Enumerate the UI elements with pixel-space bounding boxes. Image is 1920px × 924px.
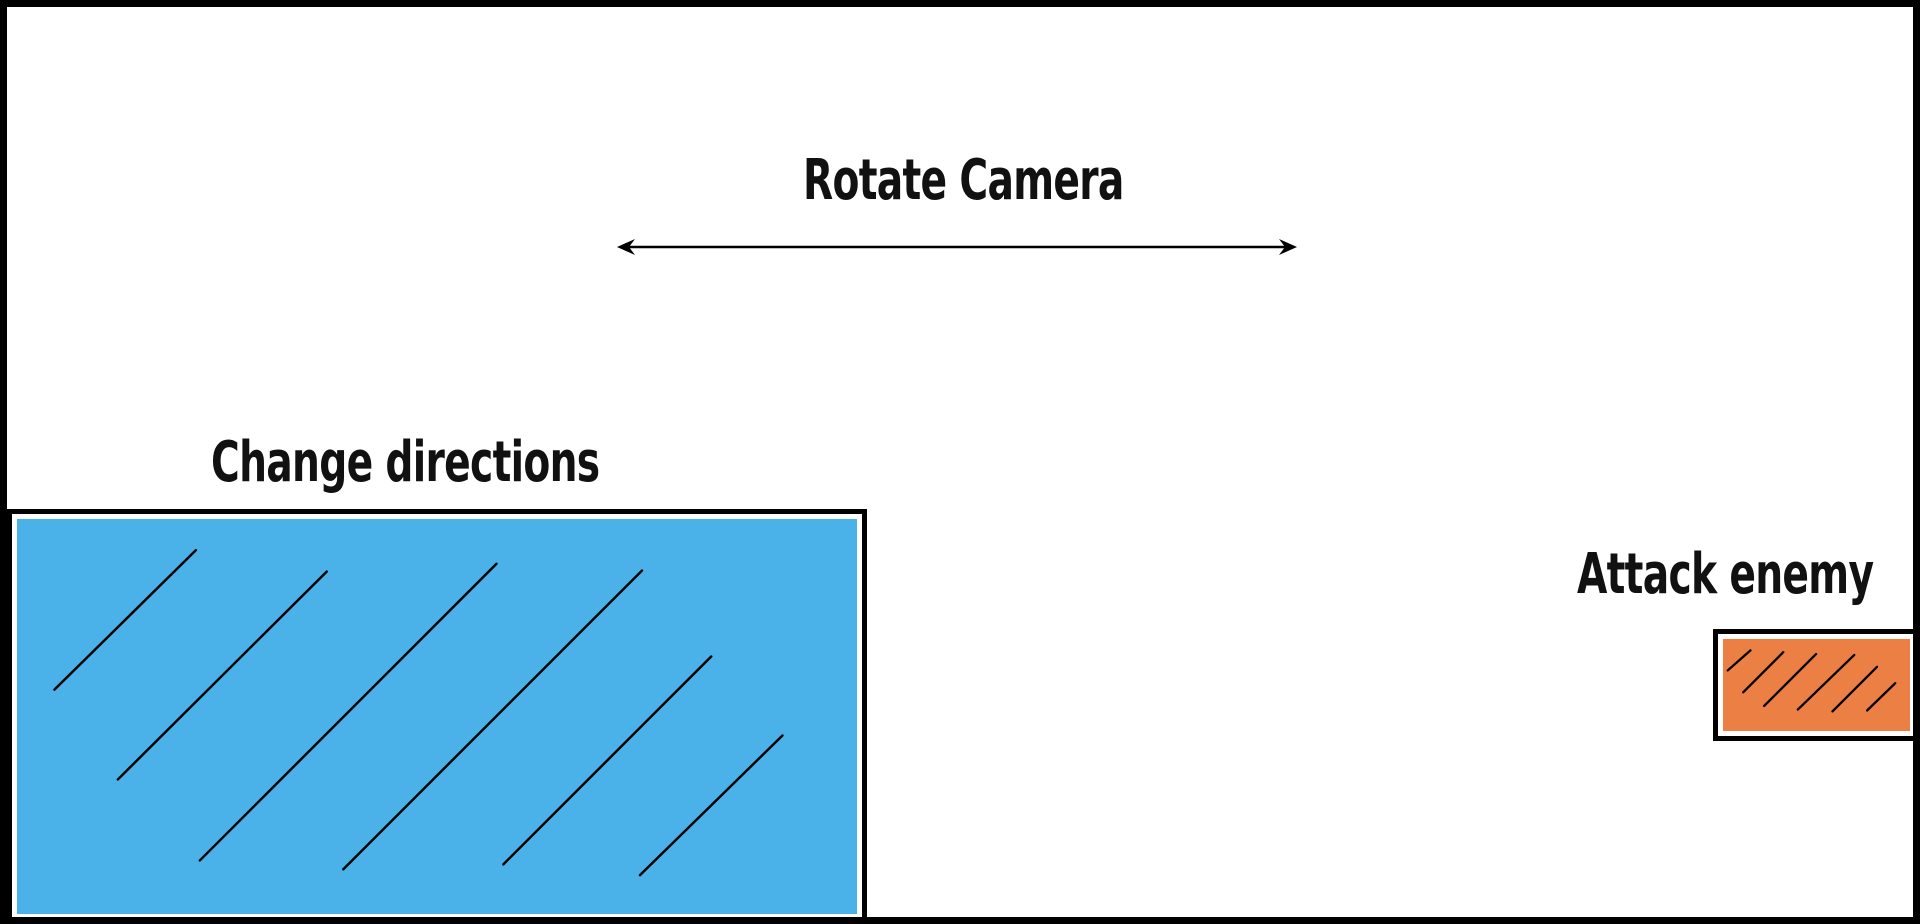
change-directions-zone[interactable] [7, 509, 867, 917]
change-directions-label: Change directions [211, 430, 600, 495]
attack-enemy-zone[interactable] [1713, 629, 1913, 741]
change-directions-fill [17, 519, 857, 914]
hatch-lines-icon [1726, 649, 1897, 713]
hatch-lines-icon [53, 548, 784, 877]
attack-enemy-label: Attack enemy [1577, 542, 1874, 607]
double-arrow-icon [617, 239, 1297, 255]
rotate-camera-label: Rotate Camera [803, 148, 1124, 213]
